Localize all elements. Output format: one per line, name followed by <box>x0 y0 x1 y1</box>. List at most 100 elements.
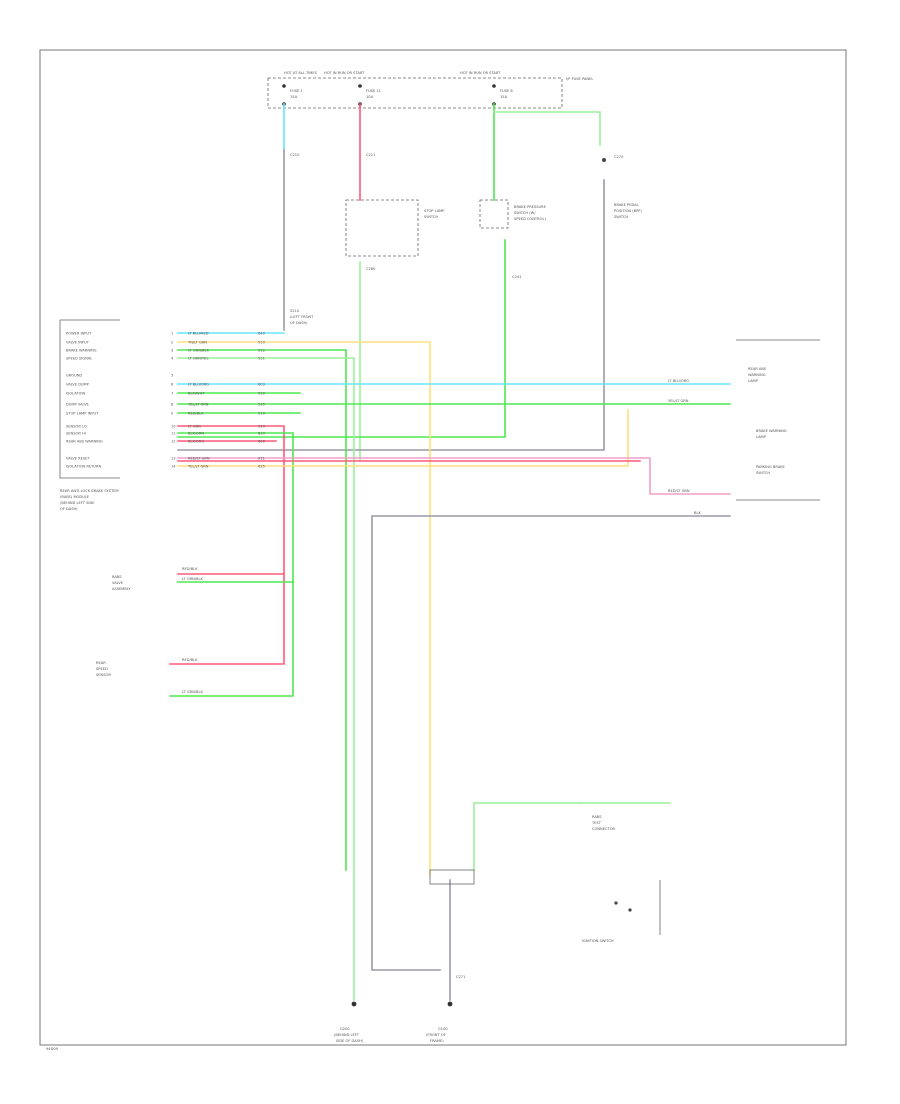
rabs-pin-wire: LT GRN/BLK <box>188 349 209 353</box>
rabs-pin-label: ISOLATION RETURN <box>66 465 101 469</box>
fuse-2-name: FUSE 11 <box>366 89 381 93</box>
svg-text:IGNITION SWITCH: IGNITION SWITCH <box>582 939 614 943</box>
wire-pin14 <box>177 457 731 495</box>
rabs-pin-number: 4 <box>171 357 174 361</box>
rabs-pin-number: 6 <box>171 383 174 387</box>
svg-text:SPEED CONTROL): SPEED CONTROL) <box>514 217 546 221</box>
rabs-valve-assembly: RABS VALVE ASSEMBLY RED/BLK LT GRN/BLK <box>112 567 203 591</box>
svg-text:POSITION (BPP): POSITION (BPP) <box>614 209 642 213</box>
rabs-pin-wire: LT GRN <box>188 425 201 429</box>
rabs-pin-circuit: 523 <box>258 425 265 429</box>
svg-text:LAMP: LAMP <box>748 379 759 383</box>
svg-text:BRAKE PRESSURE: BRAKE PRESSURE <box>514 205 547 209</box>
svg-text:OF DASH): OF DASH) <box>60 507 78 511</box>
svg-text:C210: C210 <box>290 153 300 157</box>
wire-pin13 <box>177 409 629 467</box>
rabs-pin-number: 8 <box>171 403 174 407</box>
rabs-pin-circuit: 510 <box>258 341 266 345</box>
svg-text:RED/BLK: RED/BLK <box>182 567 198 571</box>
rabs-pin-number: 14 <box>171 465 176 469</box>
svg-text:TEST: TEST <box>591 821 602 825</box>
hot-label-3: HOT IN RUN OR START <box>460 71 501 75</box>
fuse-dots <box>282 84 496 106</box>
svg-text:STOP LAMP: STOP LAMP <box>424 209 445 213</box>
svg-text:BLK: BLK <box>694 511 701 515</box>
rabs-pin-number: 13 <box>171 457 176 461</box>
rabs-pin-label: POWER INPUT <box>66 332 92 336</box>
svg-text:C280: C280 <box>366 267 376 271</box>
svg-text:YEL/LT GRN: YEL/LT GRN <box>668 399 689 403</box>
rabs-pin-circuit: 911 <box>258 457 265 461</box>
svg-text:(LEFT FRONT: (LEFT FRONT <box>290 315 314 319</box>
wire-pin2 <box>177 341 431 876</box>
fuse-3-name: FUSE 8 <box>500 89 513 93</box>
rabs-pin-label: VALVE DUMP <box>66 383 90 387</box>
rabs-pin-label: VALVE RESET <box>66 457 90 461</box>
svg-text:SWITCH: SWITCH <box>756 471 770 475</box>
rabs-pin-label: VALVE INPUT <box>66 341 90 345</box>
rabs-pin-wire: YEL/LT GRN <box>188 465 209 469</box>
rabs-pin-wire: TN/LT GRN <box>187 341 207 345</box>
svg-text:(BEHIND LEFT: (BEHIND LEFT <box>334 1033 360 1037</box>
rabs-pin-label: GROUND <box>66 374 82 378</box>
rabs-pin-circuit: 810 <box>258 432 266 436</box>
rabs-pin-circuit: 511 <box>258 357 265 361</box>
svg-text:RED/LT GRN: RED/LT GRN <box>668 489 690 493</box>
rabs-pin-circuit: 640 <box>258 332 266 336</box>
svg-text:FRAME): FRAME) <box>430 1039 444 1043</box>
rear-speed-sensor: REAR SPEED SENSOR RED/BLK LT GRN/BLK <box>96 658 203 694</box>
rabs-pin-circuit: 535 <box>258 403 265 407</box>
svg-text:CONNECTOR: CONNECTOR <box>592 827 616 831</box>
svg-text:(BEHIND LEFT SIDE: (BEHIND LEFT SIDE <box>60 501 95 505</box>
svg-text:RABS: RABS <box>592 815 602 819</box>
rabs-pin-number: 11 <box>171 432 176 436</box>
svg-text:PARKING BRAKE: PARKING BRAKE <box>756 465 786 469</box>
wires <box>169 103 731 1001</box>
rabs-test-connector: RABS TEST CONNECTOR <box>429 815 616 885</box>
wire-ground <box>371 515 731 971</box>
svg-text:LT GRN/BLK: LT GRN/BLK <box>182 690 203 694</box>
fuse-1-rating: 15A <box>290 95 298 99</box>
svg-text:C211: C211 <box>366 153 375 157</box>
rabs-pin-wire: RED/LT GRN <box>188 457 210 461</box>
rabs-pin-wire: RED/BLK <box>188 412 204 416</box>
wire-pin11 <box>169 432 294 697</box>
fuse-panel: HOT AT ALL TIMES HOT IN RUN OR START HOT… <box>267 71 593 109</box>
wire-bpp <box>177 179 605 451</box>
diagram-frame <box>39 49 847 1046</box>
svg-text:(RABS) MODULE: (RABS) MODULE <box>60 495 90 499</box>
rabs-pin-number: 2 <box>171 341 173 345</box>
rabs-pin-circuit: 635 <box>258 465 265 469</box>
rabs-pin-circuit: 512 <box>258 349 265 353</box>
wire-pin10 <box>169 425 285 665</box>
rabs-module: REAR ANTI-LOCK BRAKE SYSTEM (RABS) MODUL… <box>59 319 120 511</box>
wire-pin3 <box>177 349 347 871</box>
svg-text:C241: C241 <box>512 275 521 279</box>
stop-lamp-switch: STOP LAMP SWITCH <box>345 199 445 257</box>
wire-fuse8-right <box>493 111 601 146</box>
svg-text:VALVE: VALVE <box>112 581 124 585</box>
rabs-pin-label: BRAKE WARNING <box>66 349 97 353</box>
connector-labels: C210 C211 C280 C241 C270 C271 <box>290 153 624 979</box>
brake-pressure-switch: BRAKE PRESSURE SWITCH (W/ SPEED CONTROL) <box>479 199 547 229</box>
svg-text:SPEED: SPEED <box>96 667 108 671</box>
svg-text:RABS: RABS <box>112 575 122 579</box>
hot-label-2: HOT IN RUN OR START <box>324 71 365 75</box>
rabs-pin-label: DUMP VALVE <box>66 403 90 407</box>
rabs-pin-circuit: 603 <box>258 383 265 387</box>
svg-text:REAR ABS: REAR ABS <box>748 367 767 371</box>
svg-text:(FRONT OF: (FRONT OF <box>426 1033 446 1037</box>
ignition-switch: IGNITION SWITCH <box>582 880 661 943</box>
svg-text:G100: G100 <box>438 1027 448 1031</box>
svg-text:OF DASH): OF DASH) <box>290 321 308 325</box>
rabs-pin-label: REAR ABS WARNING <box>66 440 103 444</box>
rabs-pin-number: 1 <box>171 332 173 336</box>
svg-text:SWITCH (W/: SWITCH (W/ <box>514 211 536 215</box>
wire-bps-out <box>177 239 506 438</box>
rabs-pin-number: 9 <box>171 412 174 416</box>
svg-text:ASSEMBLY: ASSEMBLY <box>112 587 131 591</box>
svg-text:SENSOR: SENSOR <box>96 673 111 677</box>
rabs-pin-number: 10 <box>171 425 176 429</box>
